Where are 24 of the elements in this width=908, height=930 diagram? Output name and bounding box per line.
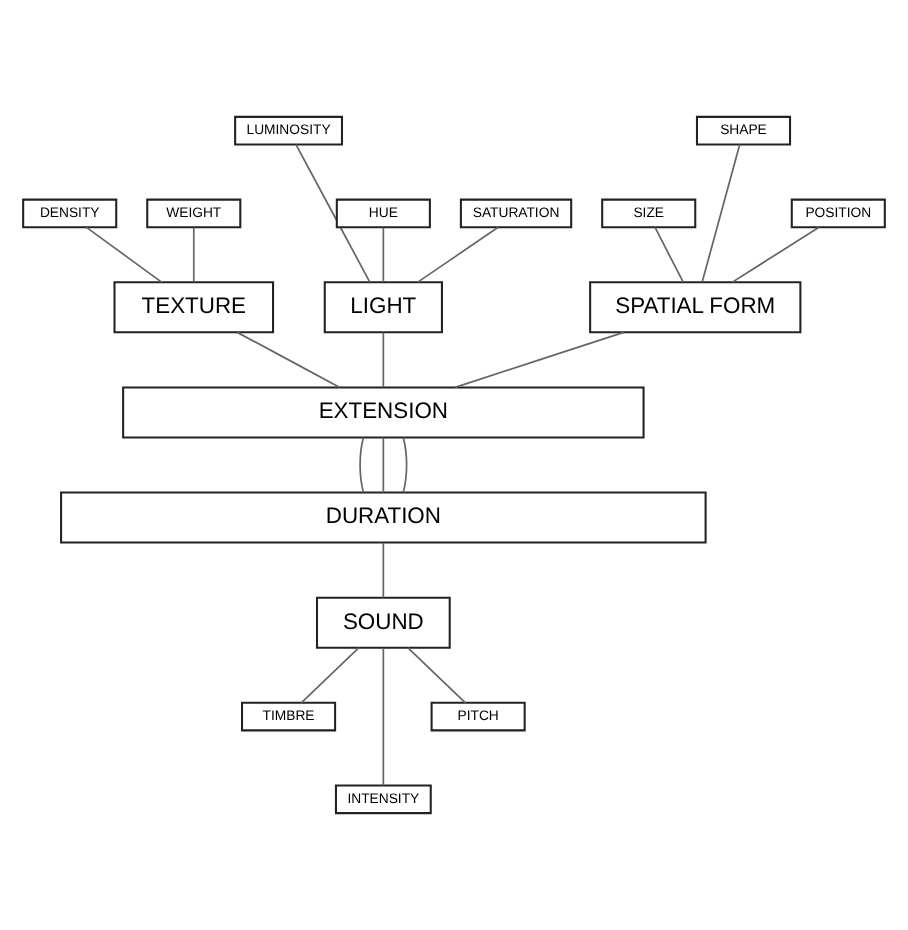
connector bbox=[402, 436, 408, 494]
node-box: SPATIAL FORM bbox=[589, 281, 802, 334]
connector bbox=[359, 436, 365, 494]
connector bbox=[406, 646, 467, 704]
node-box: SOUND bbox=[315, 596, 451, 649]
connector bbox=[192, 226, 195, 283]
connector bbox=[454, 331, 625, 389]
node-box: LIGHT bbox=[323, 281, 443, 334]
node-box: TEXTURE bbox=[113, 281, 275, 334]
connector bbox=[416, 226, 499, 283]
node-box: DURATION bbox=[60, 491, 707, 544]
connector bbox=[382, 436, 385, 494]
connector bbox=[731, 226, 820, 283]
connector bbox=[85, 226, 163, 283]
connector bbox=[382, 542, 385, 599]
connector bbox=[701, 143, 741, 283]
connector bbox=[295, 143, 371, 283]
connector bbox=[654, 226, 684, 283]
connector bbox=[300, 646, 360, 704]
connector bbox=[382, 226, 385, 283]
connector bbox=[236, 331, 341, 388]
connector bbox=[382, 647, 385, 787]
node-box: EXTENSION bbox=[122, 386, 645, 439]
connector bbox=[382, 331, 385, 389]
